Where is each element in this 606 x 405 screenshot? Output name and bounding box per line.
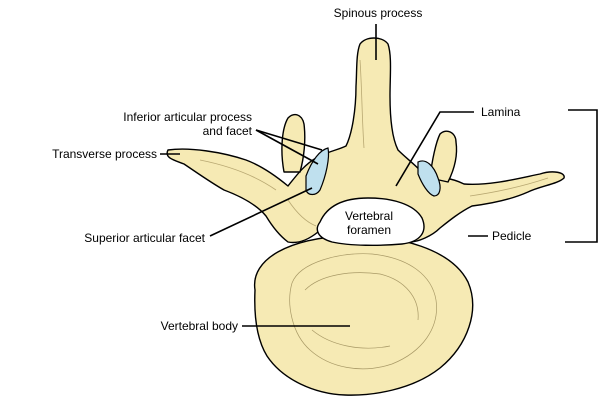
spinous-process-label: Spinous process [334,6,423,20]
vertebral-foramen-label-line2: foramen [347,223,391,237]
vertebral-foramen-label-line1: Vertebral [345,209,393,223]
lamina-bracket [565,110,597,242]
transverse-process-label: Transverse process [52,147,157,161]
vertebral-body-shape [255,236,473,395]
lamina-label: Lamina [481,105,521,119]
inferior-articular-label-line1: Inferior articular process [123,110,252,124]
superior-articular-facet-label: Superior articular facet [84,231,205,245]
inferior-articular-label-line2: and facet [203,124,253,138]
pedicle-label: Pedicle [492,229,532,243]
vertebral-body-label: Vertebral body [161,319,238,333]
